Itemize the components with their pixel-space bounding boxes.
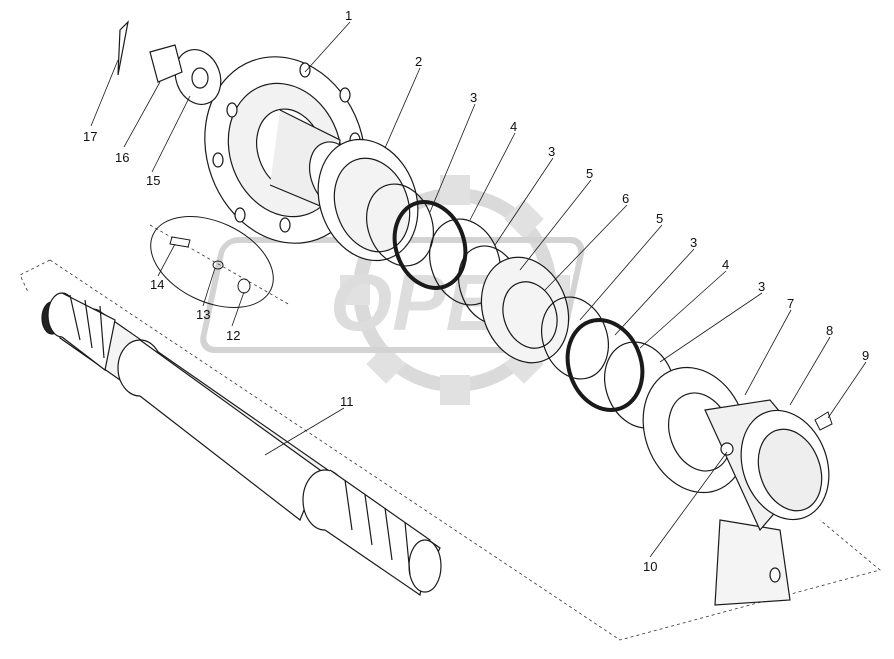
leader-lines <box>90 21 867 558</box>
callout-3: 3 <box>548 144 555 159</box>
callout-3: 3 <box>470 90 477 105</box>
callout-8: 8 <box>826 323 833 338</box>
callout-3: 3 <box>758 279 765 294</box>
callout-labels: 1 2 3 4 3 5 6 5 3 4 3 7 8 9 10 11 12 13 … <box>83 8 869 574</box>
callout-11: 11 <box>340 394 354 409</box>
callout-4: 4 <box>510 119 517 134</box>
callout-4: 4 <box>722 257 729 272</box>
callout-10: 10 <box>643 559 657 574</box>
callout-9: 9 <box>862 348 869 363</box>
callout-3: 3 <box>690 235 697 250</box>
callout-17: 17 <box>83 129 97 144</box>
ring-2 <box>317 138 419 262</box>
callout-1: 1 <box>345 8 352 23</box>
callout-7: 7 <box>787 296 794 311</box>
main-shaft <box>41 292 442 597</box>
callout-13: 13 <box>196 307 210 322</box>
callout-5: 5 <box>656 211 663 226</box>
callout-2: 2 <box>415 54 422 69</box>
callout-12: 12 <box>226 328 240 343</box>
rings-chain <box>366 183 676 429</box>
housing-8 <box>704 399 830 606</box>
callout-14: 14 <box>150 277 164 292</box>
callout-16: 16 <box>115 150 129 165</box>
callout-15: 15 <box>146 173 160 188</box>
bolt-9 <box>814 411 833 431</box>
small-parts-top-left <box>117 20 222 105</box>
callout-6: 6 <box>622 191 629 206</box>
callout-5: 5 <box>586 166 593 181</box>
hardware-plate <box>150 216 274 308</box>
